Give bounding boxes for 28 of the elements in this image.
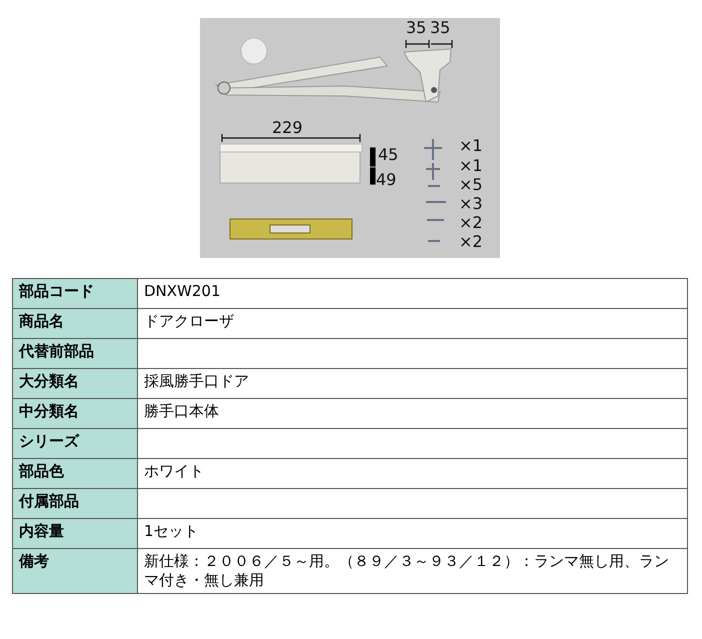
header-cell: 代替前部品 xyxy=(12,338,138,368)
value-cell: ホワイト xyxy=(138,458,688,488)
header-cell: 大分類名 xyxy=(12,368,138,398)
value-cell: ドアクローザ xyxy=(138,308,688,338)
header-cell: 部品色 xyxy=(12,458,138,488)
value-cell: 勝手口本体 xyxy=(138,398,688,428)
dimension-label: 35 xyxy=(430,20,450,36)
header-cell: 商品名 xyxy=(12,308,138,338)
value-cell: 新仕様：２００６／５～用。（８９／３～９３／１２）：ランマ無し用、ランマ付き・無し兼用 xyxy=(138,548,688,594)
value-cell: DNXW201 xyxy=(138,278,688,308)
dimension-label: 45 xyxy=(378,147,398,163)
quantity-label: ×1 xyxy=(459,158,483,174)
value-cell: 1セット xyxy=(138,518,688,548)
quantity-label: ×1 xyxy=(459,138,483,154)
quantity-label: ×5 xyxy=(459,177,483,193)
quantity-label: ×2 xyxy=(459,215,483,231)
quantity-label: ×2 xyxy=(459,234,483,250)
header-cell: シリーズ xyxy=(12,428,138,458)
header-cell: 部品コード xyxy=(12,278,138,308)
dimension-label: 229 xyxy=(272,120,303,136)
quantity-label: ×3 xyxy=(459,196,483,212)
dimension-label: 35 xyxy=(406,20,426,36)
header-cell: 付属部品 xyxy=(12,488,138,518)
dimension-label: 49 xyxy=(376,172,396,188)
value-cell: 採風勝手口ドア xyxy=(138,368,688,398)
header-cell: 中分類名 xyxy=(12,398,138,428)
header-cell: 備考 xyxy=(12,548,138,594)
header-cell: 内容量 xyxy=(12,518,138,548)
